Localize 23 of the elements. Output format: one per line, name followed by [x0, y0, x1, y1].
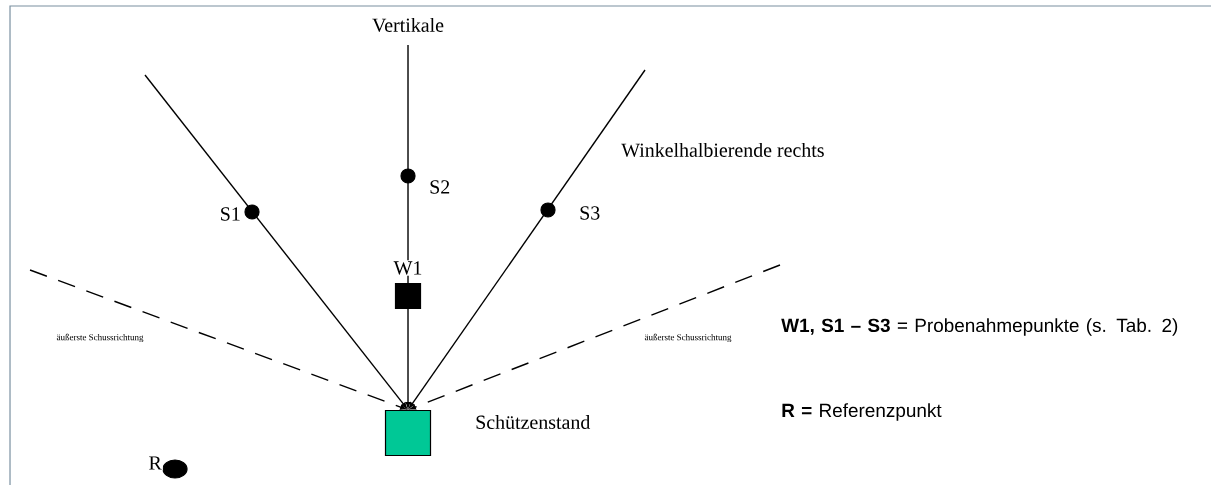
arrow [405, 44, 411, 408]
direction-label: äußerste Schussrichtung [56, 333, 144, 343]
point-label: W1 [393, 261, 422, 275]
sample-point-square [394, 282, 422, 310]
sample-point-dot [400, 168, 416, 184]
shooting-stand-box [384, 409, 432, 457]
arrow [144, 74, 407, 409]
arrow [408, 69, 646, 409]
sample-point-dot [244, 204, 260, 220]
point-label: S2 [430, 180, 450, 194]
reference-point-dot [162, 459, 188, 479]
line-label: Vertikale [372, 17, 444, 33]
point-label: R [149, 456, 162, 470]
point-label: S1 [221, 207, 240, 221]
legend-text: R = Referenzpunkt [782, 403, 942, 421]
direction-label: äußerste Schussrichtung [644, 333, 732, 343]
legend-text: W1, S1 – S3 = Probenahmepunkte (s. Tab. 2) [781, 318, 1178, 336]
stand-label: Schützenstand [476, 415, 591, 429]
sample-point-dot [540, 202, 556, 218]
dashed-arrow [29, 269, 406, 410]
dashed-arrow [410, 264, 781, 410]
line-label: Winkelhalbierende rechts [621, 142, 824, 158]
point-label: S3 [580, 206, 600, 220]
